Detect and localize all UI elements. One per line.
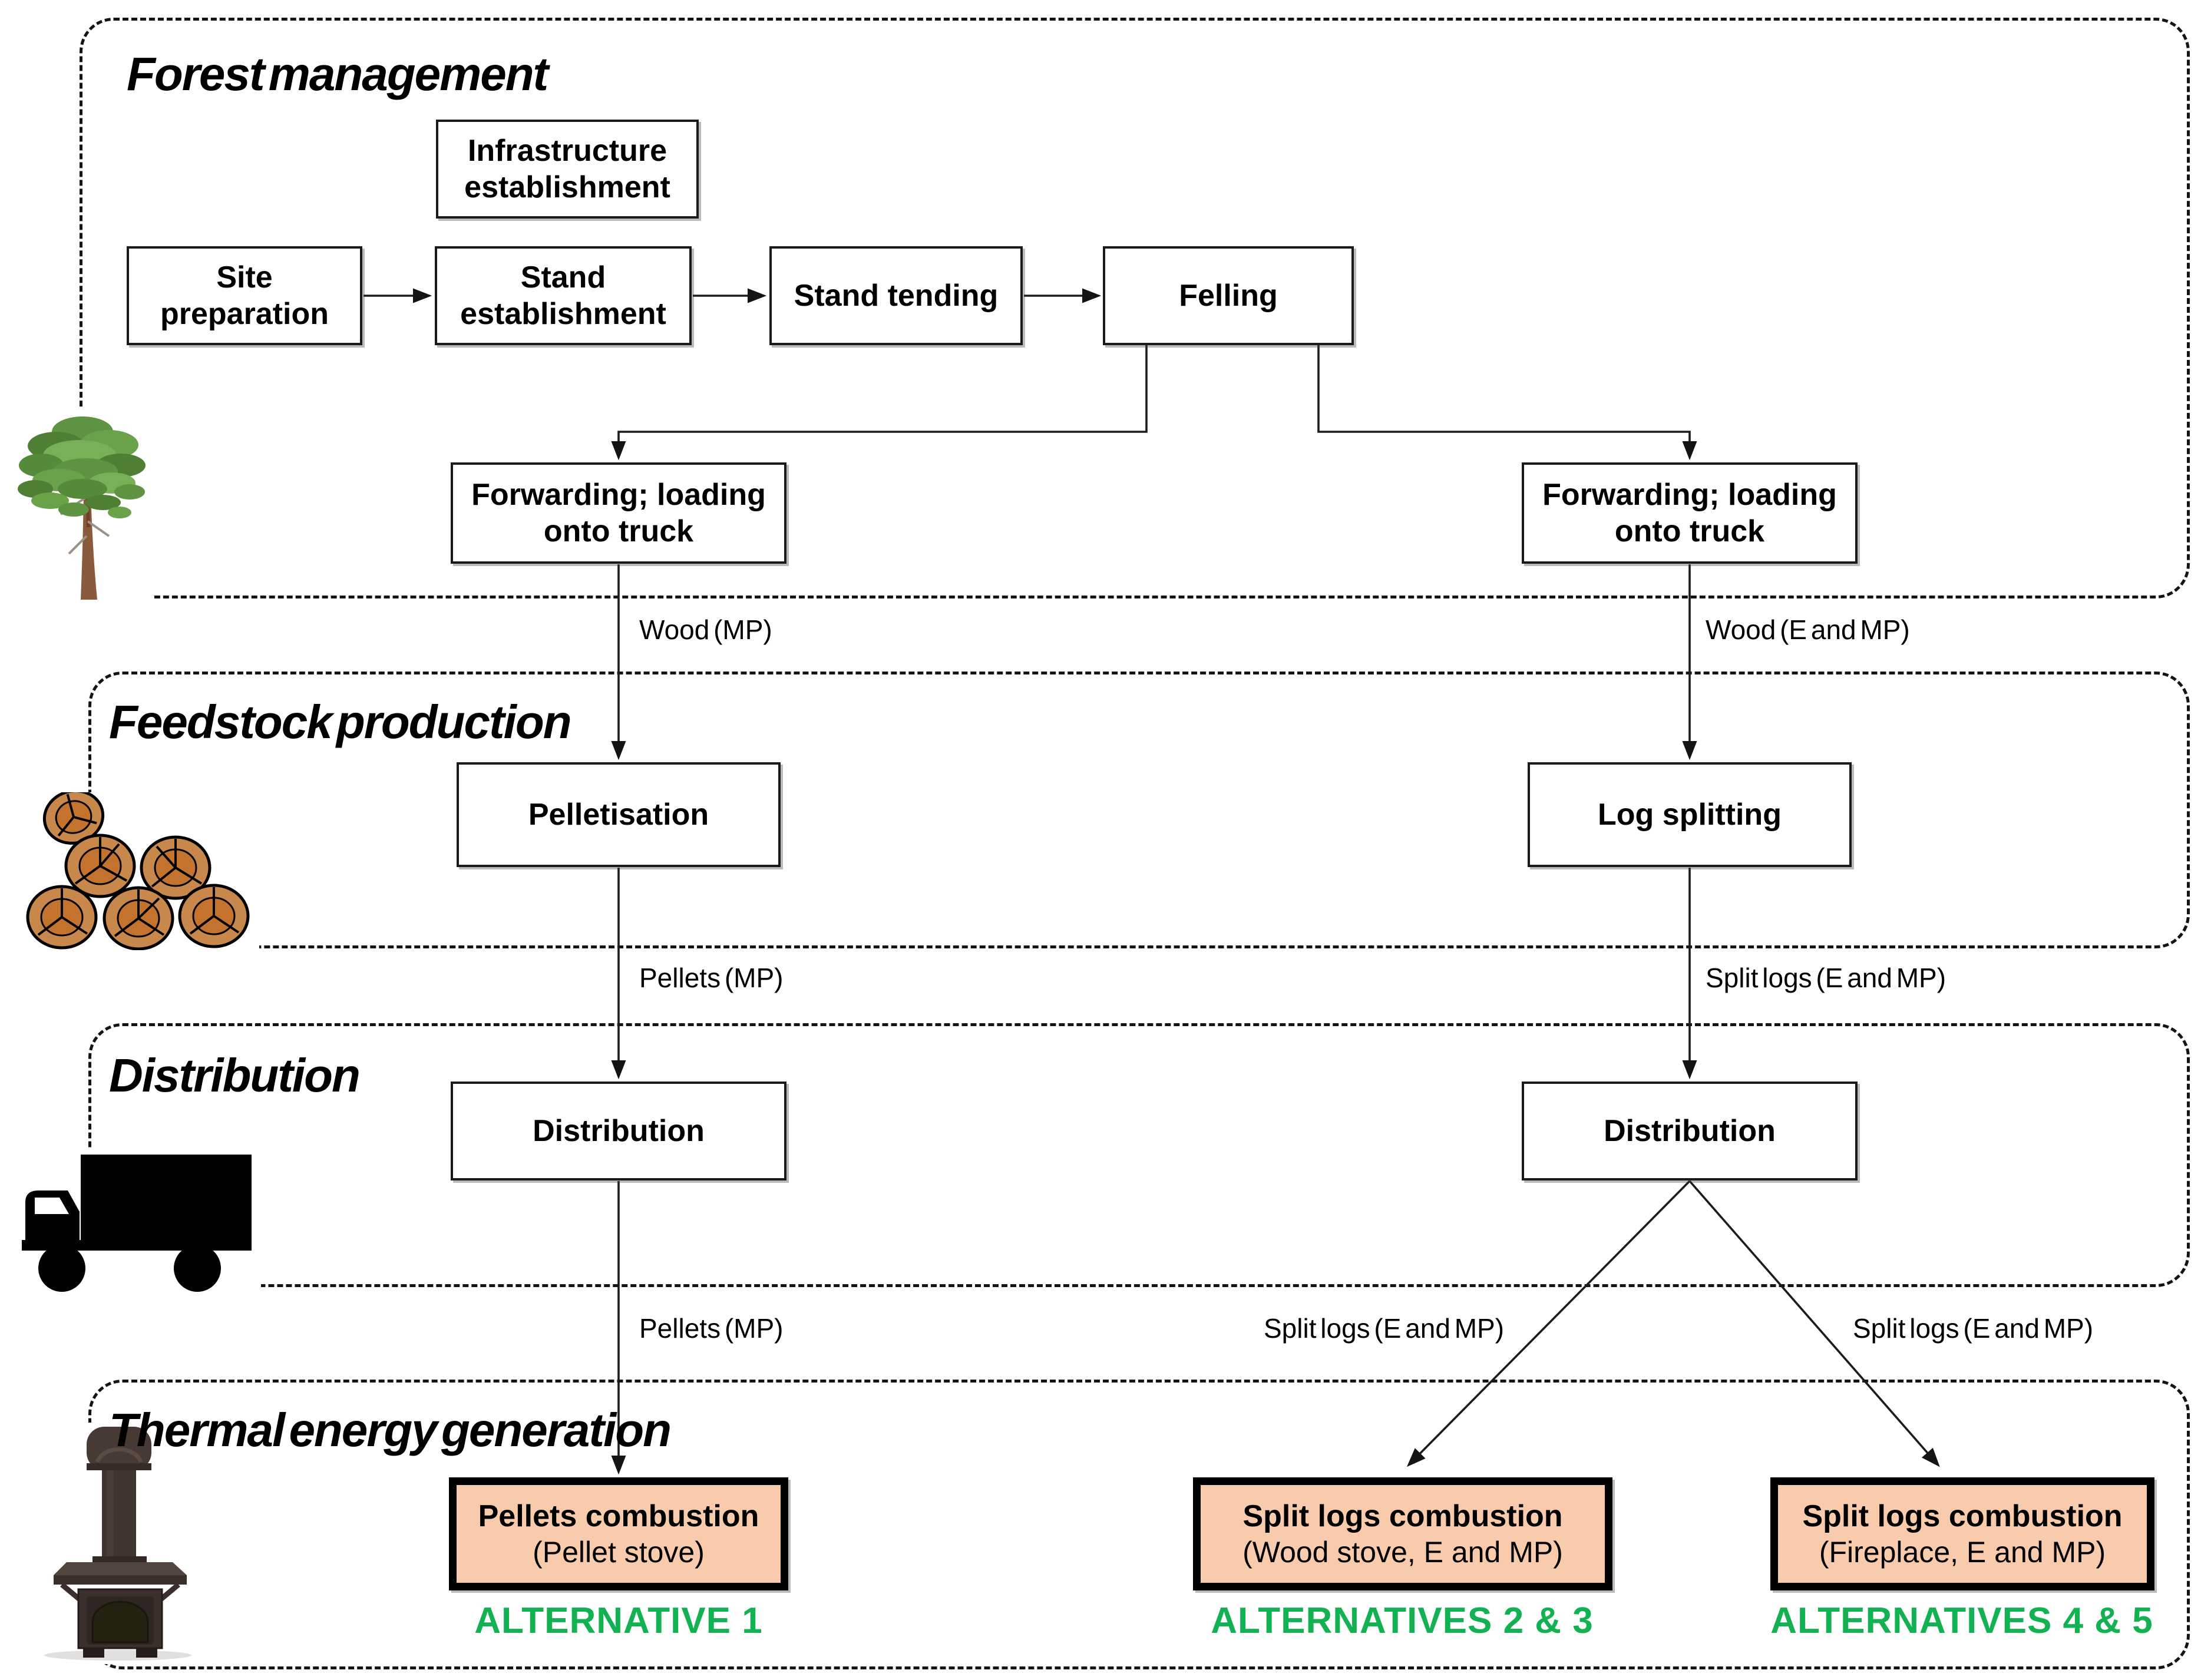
box-felling: Felling xyxy=(1103,246,1354,345)
wood-stove-icon xyxy=(32,1426,197,1661)
box-sublabel: (Wood stove, E and MP) xyxy=(1242,1536,1563,1569)
box-label: Pelletisation xyxy=(528,798,709,832)
box-label: Infrastructure establishment xyxy=(464,134,670,204)
delivery-truck-icon xyxy=(21,1152,256,1296)
box-distribution-right: Distribution xyxy=(1522,1082,1858,1180)
flow-label-pellets-mp-1: Pellets (MP) xyxy=(639,963,784,993)
box-sublabel: (Pellet stove) xyxy=(533,1536,705,1569)
box-distribution-left: Distribution xyxy=(451,1082,786,1180)
log-pile-icon xyxy=(18,789,256,951)
flow-label-wood-e-mp: Wood (E and MP) xyxy=(1706,614,1910,645)
section-title-feedstock-production: Feedstock production xyxy=(109,696,572,748)
box-forwarding-right: Forwarding; loading onto truck xyxy=(1522,462,1858,564)
box-log-splitting: Log splitting xyxy=(1528,762,1852,867)
box-stand-establishment: Stand establishment xyxy=(435,246,692,345)
box-label: Forwarding; loading onto truck xyxy=(471,478,766,548)
pine-tree-icon xyxy=(15,409,150,601)
box-forwarding-left: Forwarding; loading onto truck xyxy=(451,462,786,564)
section-title-distribution: Distribution xyxy=(109,1049,361,1102)
box-label: Distribution xyxy=(533,1114,705,1148)
box-label: Forwarding; loading onto truck xyxy=(1542,478,1837,548)
flow-label-split-logs-3: Split logs (E and MP) xyxy=(1853,1313,2094,1344)
box-split-logs-combustion-wood-stove: Split logs combustion (Wood stove, E and… xyxy=(1193,1477,1612,1590)
alternatives-4-5-label: ALTERNATIVES 4 & 5 xyxy=(1770,1600,2153,1641)
flow-label-wood-mp: Wood (MP) xyxy=(639,614,772,645)
box-pelletisation: Pelletisation xyxy=(457,762,781,867)
box-label: Stand establishment xyxy=(460,260,666,331)
box-infrastructure-establishment: Infrastructure establishment xyxy=(436,120,699,219)
box-label: Split logs combustion xyxy=(1242,1499,1563,1533)
flow-label-split-logs-2: Split logs (E and MP) xyxy=(1264,1313,1505,1344)
flow-label-split-logs-1: Split logs (E and MP) xyxy=(1706,963,1946,993)
section-title-forest-management: Forest management xyxy=(127,48,548,100)
box-label: Distribution xyxy=(1604,1114,1776,1148)
box-pellets-combustion: Pellets combustion (Pellet stove) xyxy=(449,1477,788,1590)
box-site-preparation: Site preparation xyxy=(127,246,362,345)
box-label: Site preparation xyxy=(160,260,329,331)
box-label: Pellets combustion xyxy=(478,1499,759,1533)
alternatives-2-3-label: ALTERNATIVES 2 & 3 xyxy=(1211,1600,1594,1641)
box-split-logs-combustion-fireplace: Split logs combustion (Fireplace, E and … xyxy=(1770,1477,2154,1590)
box-sublabel: (Fireplace, E and MP) xyxy=(1819,1536,2106,1569)
flow-label-pellets-mp-2: Pellets (MP) xyxy=(639,1313,784,1344)
box-label: Felling xyxy=(1179,279,1278,313)
section-title-thermal-energy: Thermal energy generation xyxy=(109,1404,672,1456)
box-label: Split logs combustion xyxy=(1802,1499,2123,1533)
box-stand-tending: Stand tending xyxy=(769,246,1023,345)
box-label: Stand tending xyxy=(794,279,999,313)
alternative-1-label: ALTERNATIVE 1 xyxy=(474,1600,763,1641)
section-forest-management xyxy=(80,18,2190,598)
box-label: Log splitting xyxy=(1598,798,1782,832)
